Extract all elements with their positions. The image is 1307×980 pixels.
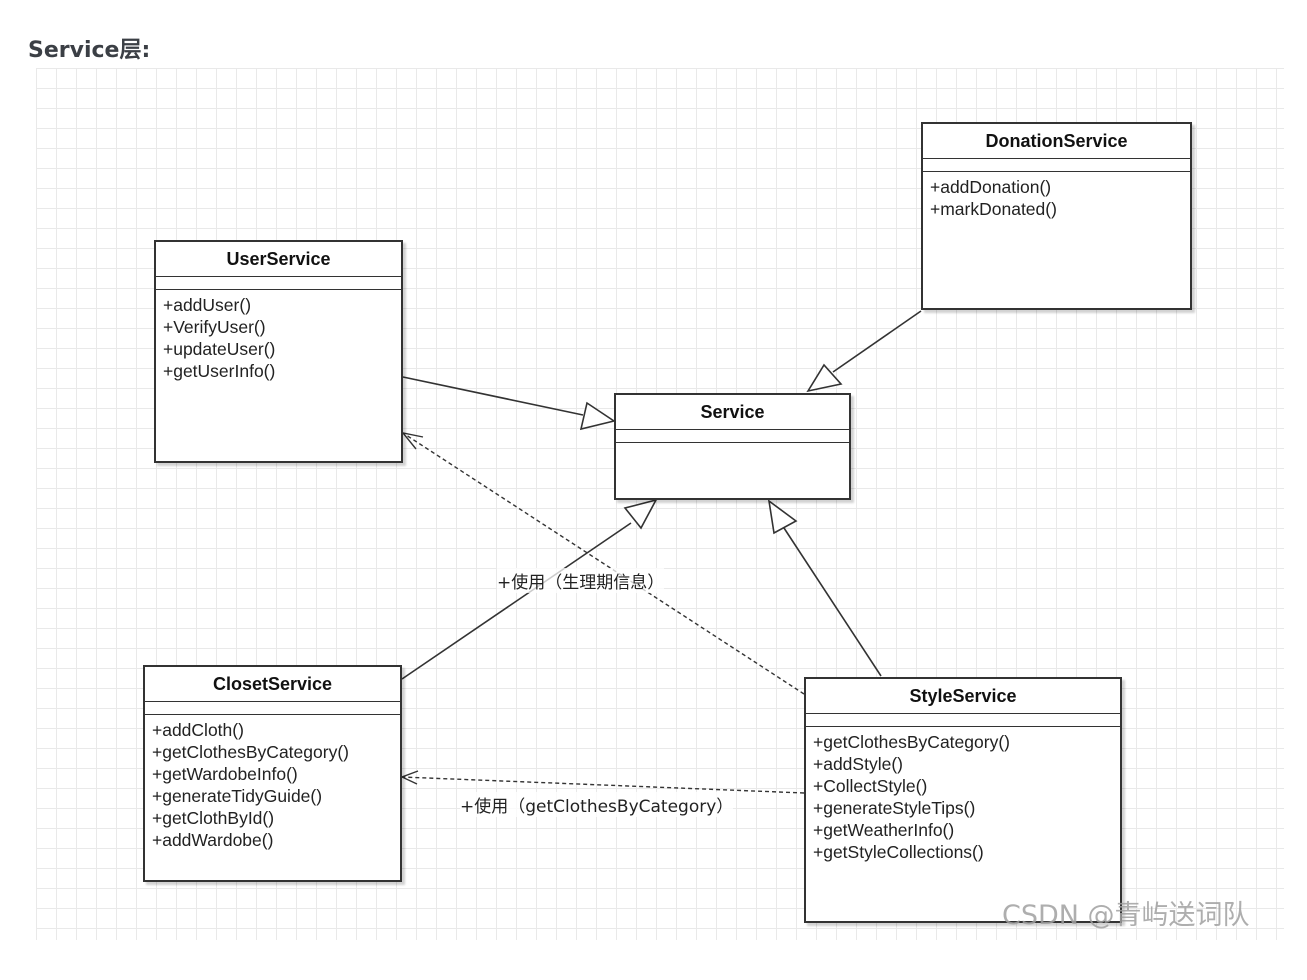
operations-compartment: +addDonation() +markDonated() xyxy=(923,172,1190,220)
operation: +addStyle() xyxy=(813,754,903,774)
operations-compartment: +addUser() +VerifyUser() +updateUser() +… xyxy=(156,290,401,382)
csdn-watermark: CSDN @青屿送词队 xyxy=(1002,900,1250,931)
attributes-compartment xyxy=(923,159,1190,172)
operation: +getUserInfo() xyxy=(163,361,276,381)
class-service[interactable]: Service xyxy=(614,393,851,500)
operation: +getStyleCollections() xyxy=(813,842,984,862)
operation: +generateStyleTips() xyxy=(813,798,976,818)
operation: +addDonation() xyxy=(930,177,1052,197)
class-closet-service[interactable]: ClosetService +addCloth() +getClothesByC… xyxy=(143,665,402,882)
edge-user-to-service xyxy=(402,376,616,431)
class-style-service[interactable]: StyleService +getClothesByCategory() +ad… xyxy=(804,677,1122,923)
operation: +getClothesByCategory() xyxy=(152,742,349,762)
class-user-service[interactable]: UserService +addUser() +VerifyUser() +up… xyxy=(154,240,403,463)
class-donation-service[interactable]: DonationService +addDonation() +markDona… xyxy=(921,122,1192,310)
operation: +CollectStyle() xyxy=(813,776,928,796)
operations-compartment: +addCloth() +getClothesByCategory() +get… xyxy=(145,715,400,851)
operation: +generateTidyGuide() xyxy=(152,786,323,806)
operation: +updateUser() xyxy=(163,339,276,359)
attributes-compartment xyxy=(806,714,1120,727)
attributes-compartment xyxy=(156,277,401,290)
attributes-compartment xyxy=(145,702,400,715)
attributes-compartment xyxy=(616,430,849,443)
class-name: Service xyxy=(616,395,849,430)
operation: +markDonated() xyxy=(930,199,1057,219)
edge-closet-to-service xyxy=(401,498,658,680)
operations-compartment xyxy=(616,443,849,447)
operation: +addWardobe() xyxy=(152,830,274,850)
operation: +getWeatherInfo() xyxy=(813,820,955,840)
operation: +addUser() xyxy=(163,295,252,315)
edge-style-uses-user xyxy=(401,431,805,695)
operation: +getWardobeInfo() xyxy=(152,764,298,784)
operation: +getClothById() xyxy=(152,808,275,828)
class-name: DonationService xyxy=(923,124,1190,159)
operation: +VerifyUser() xyxy=(163,317,266,337)
class-name: UserService xyxy=(156,242,401,277)
class-name: StyleService xyxy=(806,679,1120,714)
operation: +addCloth() xyxy=(152,720,244,740)
label-style-uses-closet: +使用（getClothesByCategory） xyxy=(460,792,734,817)
class-name: ClosetService xyxy=(145,667,400,702)
edge-donation-to-service xyxy=(806,310,922,393)
label-style-uses-user: +使用（生理期信息） xyxy=(497,568,665,593)
page-heading: Service层: xyxy=(28,38,151,63)
operations-compartment: +getClothesByCategory() +addStyle() +Col… xyxy=(806,727,1120,863)
edge-style-uses-closet xyxy=(400,770,805,794)
edge-style-to-service xyxy=(767,499,882,677)
operation: +getClothesByCategory() xyxy=(813,732,1010,752)
